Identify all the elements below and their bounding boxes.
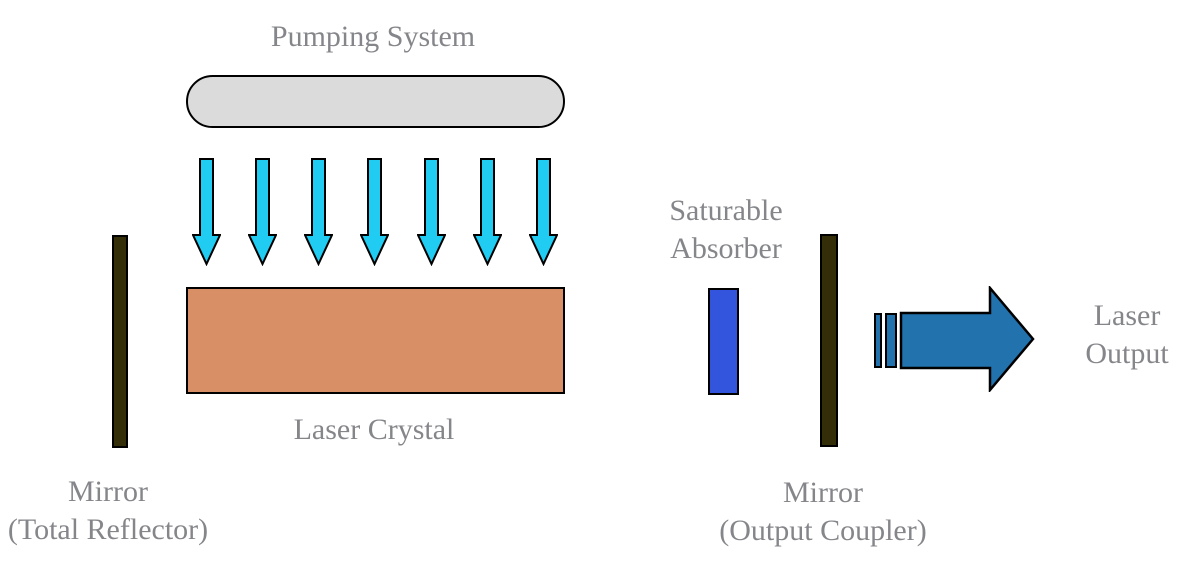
pump-arrow-icon (360, 158, 390, 266)
saturable-absorber-shape (708, 288, 739, 395)
saturable-absorber-label-line2: Absorber (670, 232, 782, 265)
laser-output-arrow-icon (899, 286, 1035, 392)
laser-beam-bar-1 (874, 313, 882, 368)
mirror-output-coupler-label-line1: Mirror (783, 476, 863, 509)
mirror-total-reflector-label: Mirror (Total Reflector) (8, 473, 208, 549)
pump-arrow-icon (192, 158, 221, 266)
laser-output-arrow-polygon (899, 286, 1035, 392)
saturable-absorber-label: Saturable Absorber (669, 192, 782, 268)
pump-arrow-icon (528, 158, 558, 266)
pumping-system-label: Pumping System (270, 20, 476, 53)
mirror-total-reflector-label-line2: (Total Reflector) (7, 513, 209, 546)
laser-output-label-line1: Laser (1093, 299, 1161, 332)
mirror-output-coupler-label-line2: (Output Coupler) (719, 514, 927, 547)
pump-arrow-icon (472, 158, 502, 266)
pump-arrow-icon (304, 158, 334, 266)
mirror-output-coupler-shape (820, 234, 838, 447)
pump-arrow-icon (416, 158, 446, 266)
laser-crystal-label: Laser Crystal (293, 413, 455, 446)
laser-beam-bar-2 (885, 313, 897, 368)
saturable-absorber-label-line1: Saturable (669, 194, 783, 227)
laser-crystal-shape (186, 287, 565, 394)
mirror-output-coupler-label: Mirror (Output Coupler) (719, 474, 926, 550)
laser-output-label-line2: Output (1085, 337, 1169, 370)
mirror-total-reflector-label-line1: Mirror (68, 475, 148, 508)
laser-output-label: Laser Output (1085, 297, 1168, 373)
pump-arrows-group (192, 158, 558, 266)
mirror-total-reflector-shape (112, 235, 128, 448)
pump-arrow-icon (248, 158, 278, 266)
pump-lamp-shape (186, 75, 565, 128)
